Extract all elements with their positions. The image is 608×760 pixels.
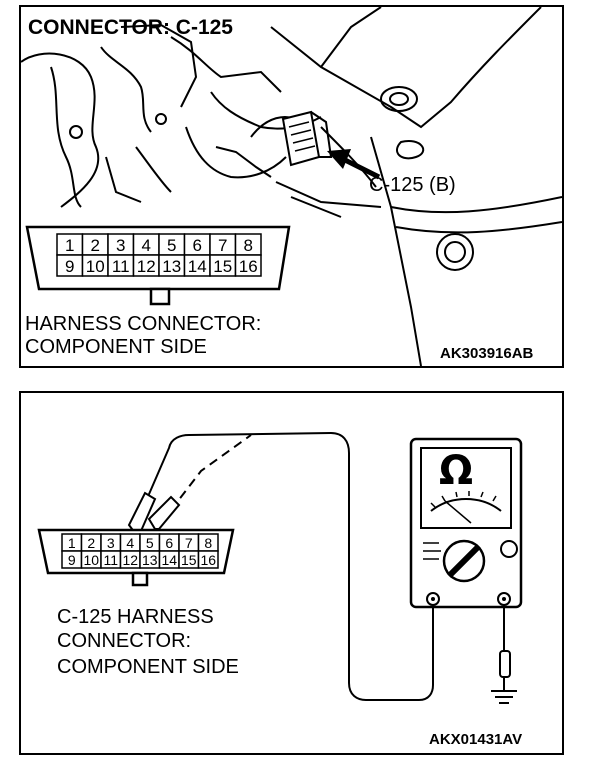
pin-number: 16 [200,552,216,568]
pin-number: 6 [165,535,173,551]
pin-number: 4 [142,236,151,255]
pin-number: 14 [188,257,207,276]
pin-number: 2 [87,535,95,551]
figure-code: AKX01431AV [429,731,523,748]
harness-label-line2: CONNECTOR: [57,630,192,652]
pin-number: 9 [68,552,76,568]
pin-number: 10 [83,552,99,568]
pin-number: 15 [213,257,232,276]
pin-number: 8 [204,535,212,551]
pin-number: 14 [161,552,177,568]
ohm-symbol-icon: Ω [439,448,474,494]
pin-number: 5 [146,535,154,551]
pin-number: 13 [142,552,158,568]
probe-leads [142,431,434,701]
harness-connector-label: HARNESS CONNECTOR: [25,313,262,335]
pin-number: 12 [137,257,156,276]
pin-number: 7 [218,236,227,255]
connector-title: CONNECTOR: C-125 [28,16,233,39]
pin-number: 11 [103,552,118,568]
pin-number: 10 [86,257,105,276]
pin-number: 6 [193,236,202,255]
pin-number: 3 [116,236,125,255]
pin-number: 9 [65,257,74,276]
pin-cell [234,254,262,277]
ground-icon [491,690,517,704]
callout-arrow [327,149,381,180]
ground-lead [499,605,511,691]
pin-number: 12 [122,552,138,568]
figure-code: AK303916AB [440,345,534,362]
harness-label-line1: C-125 HARNESS [57,606,214,628]
c125-connector-drawing [281,110,333,167]
pin-number: 5 [167,236,176,255]
pin-number: 16 [239,257,258,276]
connector-callout-label: C-125 (B) [369,174,456,196]
component-side-label: COMPONENT SIDE [25,336,207,358]
pin-number: 1 [65,236,74,255]
pin-number: 4 [126,535,134,551]
pin-number: 13 [162,257,181,276]
pin-number: 15 [181,552,197,568]
pin-number: 11 [112,257,130,276]
pin-number: 1 [68,535,76,551]
probe-1 [127,491,157,535]
pin-number: 2 [91,236,100,255]
pin-number: 8 [244,236,253,255]
pin-cell [197,550,219,569]
pin-number: 3 [107,535,115,551]
pin-number: 7 [185,535,193,551]
harness-label-line3: COMPONENT SIDE [57,656,239,678]
ohmmeter [409,437,523,609]
